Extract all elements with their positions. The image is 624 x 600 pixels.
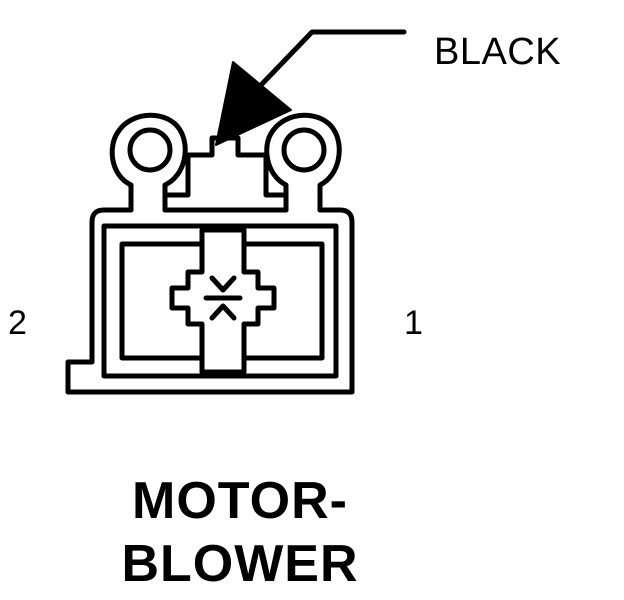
connector-title-line-2: BLOWER [121,535,359,593]
latch-block [162,135,289,198]
leader-line [259,29,407,87]
connector-cavity [101,223,339,379]
wire-color-label: BLACK [434,31,562,73]
terminal-pin-1 [241,241,325,361]
left-ear-hole [127,127,173,173]
center-key [199,227,247,247]
center-key-diamond [203,275,243,321]
connector-title-line-1: MOTOR- [132,472,348,530]
right-ear-hole [281,127,327,173]
right-mounting-ear [264,112,342,213]
pin-number-2: 2 [8,304,27,342]
pin-number-1: 1 [404,304,423,342]
leader-arrowhead [215,61,292,146]
center-key-lower [199,355,247,375]
left-mounting-ear [109,112,188,213]
terminal-pin-2 [119,241,205,361]
connector-housing [65,207,355,395]
